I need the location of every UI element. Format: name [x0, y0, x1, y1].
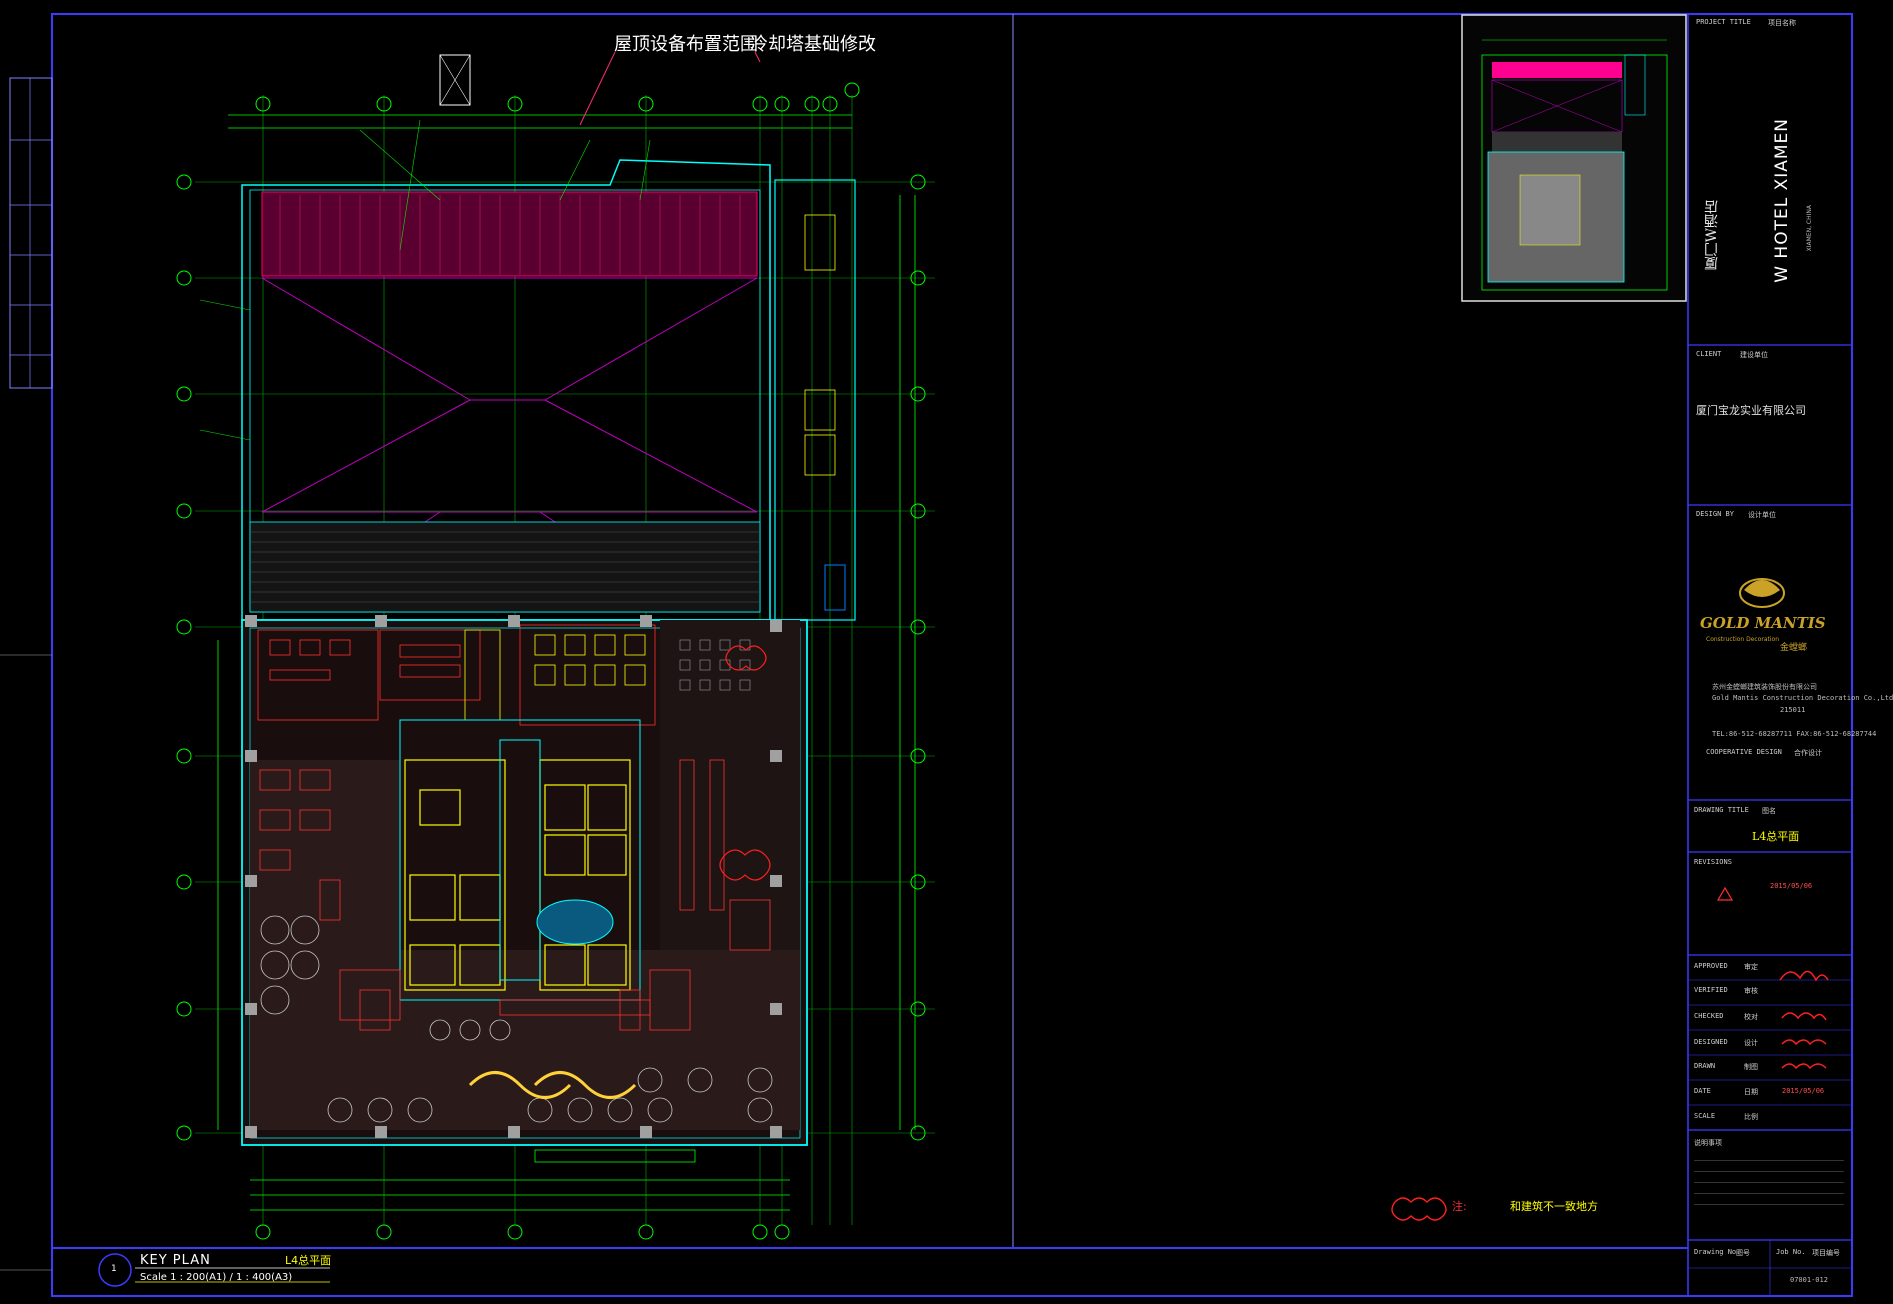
drawing-no-cn: 图号 — [1736, 1249, 1750, 1257]
key-plan-scale: Scale 1 : 200(A1) / 1 : 400(A3) — [140, 1272, 293, 1283]
date-label: DATE — [1694, 1087, 1711, 1095]
roof-area — [241, 54, 856, 621]
key-plan-sheet-name: L4总平面 — [285, 1254, 332, 1267]
verified-cn: 审核 — [1744, 987, 1758, 995]
verified-label: VERIFIED — [1694, 986, 1728, 994]
drawn-label: DRAWN — [1694, 1062, 1716, 1070]
key-plan-title: KEY PLAN — [140, 1253, 211, 1268]
legend-marker: 注: — [1452, 1200, 1467, 1213]
drawing-title: L4总平面 — [1752, 830, 1800, 843]
job-no-label: Job No. — [1776, 1248, 1806, 1256]
design-by-cn: 设计单位 — [1748, 511, 1776, 519]
scale-cn: 比例 — [1744, 1113, 1758, 1121]
designed-cn: 设计 — [1744, 1039, 1758, 1047]
designed-label: DESIGNED — [1694, 1038, 1728, 1046]
water-feature — [536, 899, 614, 945]
cooperative-label: COOPERATIVE DESIGN — [1706, 748, 1782, 756]
roof-equipment-note: 屋顶设备布置范围 — [614, 34, 758, 55]
company-line-3: 215011 — [1780, 706, 1806, 714]
drawing-title-label: DRAWING TITLE — [1694, 806, 1749, 814]
grid-bubbles — [176, 82, 926, 1240]
project-name-cn: 厦门W酒店 — [1704, 200, 1720, 271]
roof-equipment-zone — [261, 191, 758, 277]
left-stamp-box — [9, 77, 53, 389]
date-value: 2015/05/06 — [1782, 1087, 1825, 1095]
approved-cn: 审定 — [1744, 963, 1758, 971]
key-plan-thumbnail[interactable] — [1461, 14, 1687, 302]
scale-label: SCALE — [1694, 1112, 1716, 1120]
client-label: CLIENT — [1696, 350, 1722, 358]
revision-triangle-icon — [1716, 886, 1734, 901]
floor-plan-l4 — [241, 615, 808, 1163]
revisions-label: REVISIONS — [1694, 858, 1732, 866]
project-title-label: PROJECT TITLE — [1696, 18, 1751, 26]
checked-cn: 校对 — [1744, 1013, 1758, 1021]
project-name-en: W HOTEL XIAMEN — [1772, 118, 1792, 283]
logo-cn: 金螳螂 — [1780, 643, 1808, 653]
project-location: XIAMEN, CHINA — [1806, 205, 1813, 252]
cooling-tower-note: 冷却塔基础修改 — [750, 34, 876, 55]
design-by-label: DESIGN BY — [1696, 510, 1734, 518]
logo-text: GOLD MANTIS — [1700, 614, 1826, 632]
notes-label: 说明事项 — [1694, 1139, 1722, 1147]
client-name: 厦门宝龙实业有限公司 — [1696, 404, 1806, 417]
signatures — [1779, 970, 1829, 1070]
company-line-2: Gold Mantis Construction Decoration Co.,… — [1712, 694, 1893, 702]
drawing-no-label: Drawing No. — [1694, 1248, 1741, 1256]
logo-subtitle: Construction Decoration — [1706, 636, 1780, 643]
round-tables — [260, 915, 773, 1123]
revision-date: 2015/05/06 — [1770, 882, 1813, 890]
client-label-cn: 建设单位 — [1740, 351, 1768, 359]
approved-label: APPROVED — [1694, 962, 1728, 970]
key-plan-number: 1 — [111, 1264, 117, 1274]
key-plan-marker — [98, 1253, 132, 1287]
lift-core — [404, 759, 631, 991]
legend-revision-cloud — [1391, 1197, 1447, 1221]
title-block-lines — [1688, 344, 1852, 1241]
drawing-title-cn: 图名 — [1762, 807, 1776, 815]
cooperative-cn: 合作设计 — [1794, 749, 1822, 757]
project-title-cn: 项目名称 — [1768, 19, 1796, 27]
drawn-cn: 制图 — [1744, 1063, 1758, 1071]
checked-label: CHECKED — [1694, 1012, 1724, 1020]
sheet-number: 07001-012 — [1790, 1276, 1828, 1284]
wave-banquette — [468, 1071, 572, 1099]
company-line-1: 苏州金螳螂建筑装饰股份有限公司 — [1712, 683, 1817, 691]
gold-mantis-logo — [1739, 578, 1785, 608]
notes-lines — [1694, 1150, 1844, 1236]
job-no-cn: 项目编号 — [1812, 1249, 1840, 1257]
dimension-lines — [217, 114, 916, 1211]
legend-text: 和建筑不一致地方 — [1510, 1200, 1598, 1213]
leader-lines — [579, 51, 761, 126]
date-cn: 日期 — [1744, 1088, 1758, 1096]
company-line-4: TEL:86-512-68287711 FAX:86-512-68287744 — [1712, 730, 1877, 738]
